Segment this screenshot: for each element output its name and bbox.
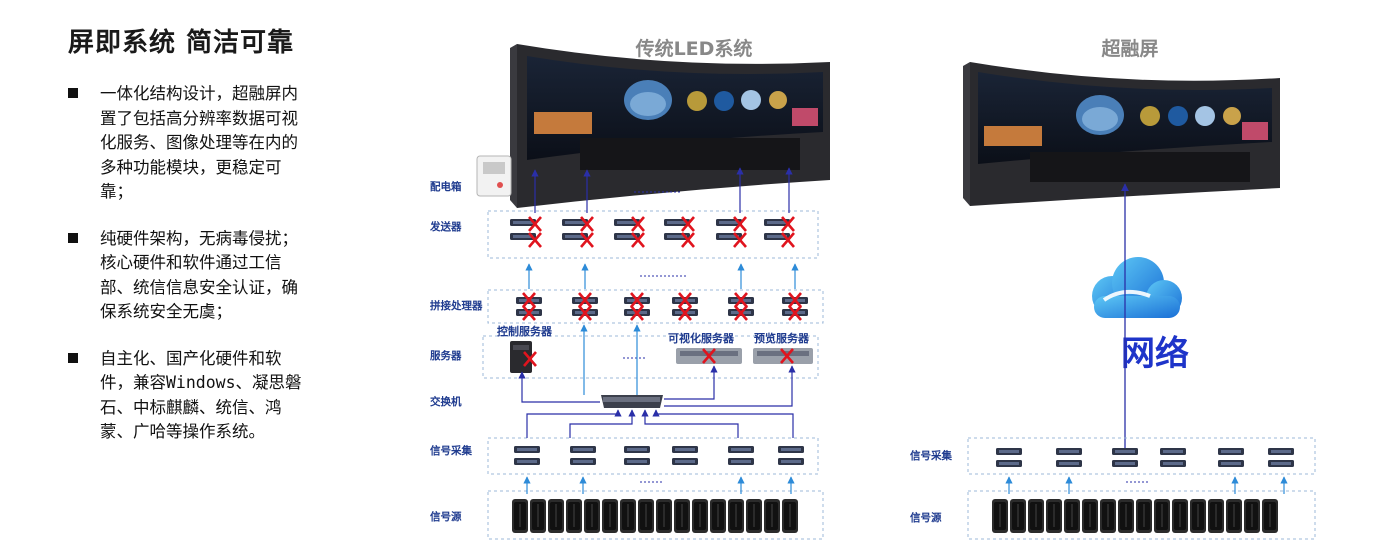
feature-list: 一体化结构设计，超融屏内置了包括高分辨率数据可视化服务、图像处理等在内的多种功能… [68,82,313,445]
cross-mark-icon [521,291,803,322]
server-label: 服务器 [430,349,462,362]
sender-label: 发送器 [429,220,462,233]
fusion-source-capture-arrows [1005,476,1288,494]
bullet-square-icon [68,232,78,243]
network-label: 网络 [1121,334,1189,374]
capture-device-icon [514,446,804,465]
capture-switch-arrows [526,409,794,438]
feature-item: 纯硬件架构，无病毒侵扰；核心硬件和软件通过工信部、统信信息安全认证，确保系统安全… [68,227,313,325]
switch-connections [518,365,796,407]
capture-row-box [487,437,819,475]
capture-label: 信号采集 [430,444,472,457]
traditional-title: 传统LED系统 [635,37,753,60]
bullet-square-icon [68,352,78,363]
wall-screen-icon [510,44,830,208]
visualization-server-label: 可视化服务器 [668,331,735,345]
splice-row-box [487,289,824,324]
feature-text: 自主化、国产化硬件和软件，兼容Windows、凝思磐石、中标麒麟、统信、鸿蒙、广… [100,348,302,442]
fusion-source-label: 信号源 [910,511,942,524]
splice-processor-icon [516,297,808,316]
capture-device-icon [996,448,1294,467]
splice-sender-arrows [525,263,799,289]
sender-device-icon [510,219,790,240]
feature-text: 纯硬件架构，无病毒侵扰；核心硬件和软件通过工信部、统信信息安全认证，确保系统安全… [100,228,298,322]
preview-server-label: 预览服务器 [754,331,810,345]
rack-server-icon [676,348,813,364]
fusion-title: 超融屏 [1100,37,1158,60]
left-panel: 屏即系统 简洁可靠 一体化结构设计，超融屏内置了包括高分辨率数据可视化服务、图像… [68,22,318,441]
cloud-icon [1092,257,1182,318]
control-server-label: 控制服务器 [497,324,553,338]
power-box-icon [476,155,512,197]
feature-item: 自主化、国产化硬件和软件，兼容Windows、凝思磐石、中标麒麟、统信、鸿蒙、广… [68,347,313,445]
switch-label: 交换机 [430,395,462,408]
headline: 屏即系统 简洁可靠 [68,28,295,58]
power-box-label: 配电箱 [430,180,462,193]
source-capture-arrows [523,476,795,494]
pc-tower-icon [511,498,799,534]
fusion-capture-label: 信号采集 [910,449,952,462]
source-label: 信号源 [430,510,462,523]
wall-screen-icon [963,62,1280,206]
bullet-square-icon [68,88,78,98]
sender-row-box [487,210,819,259]
sender-wall-arrows [531,167,793,213]
network-switch-icon [601,395,663,408]
pc-tower-icon [991,498,1279,534]
server-row-box [482,335,819,379]
feature-text: 一体化结构设计，超融屏内置了包括高分辨率数据可视化服务、图像处理等在内的多种功能… [100,84,298,201]
feature-item: 一体化结构设计，超融屏内置了包括高分辨率数据可视化服务、图像处理等在内的多种功能… [68,82,313,205]
server-splice-arrows [580,324,641,395]
splice-label: 拼接处理器 [430,299,483,312]
fusion-capture-row-box [967,437,1316,475]
